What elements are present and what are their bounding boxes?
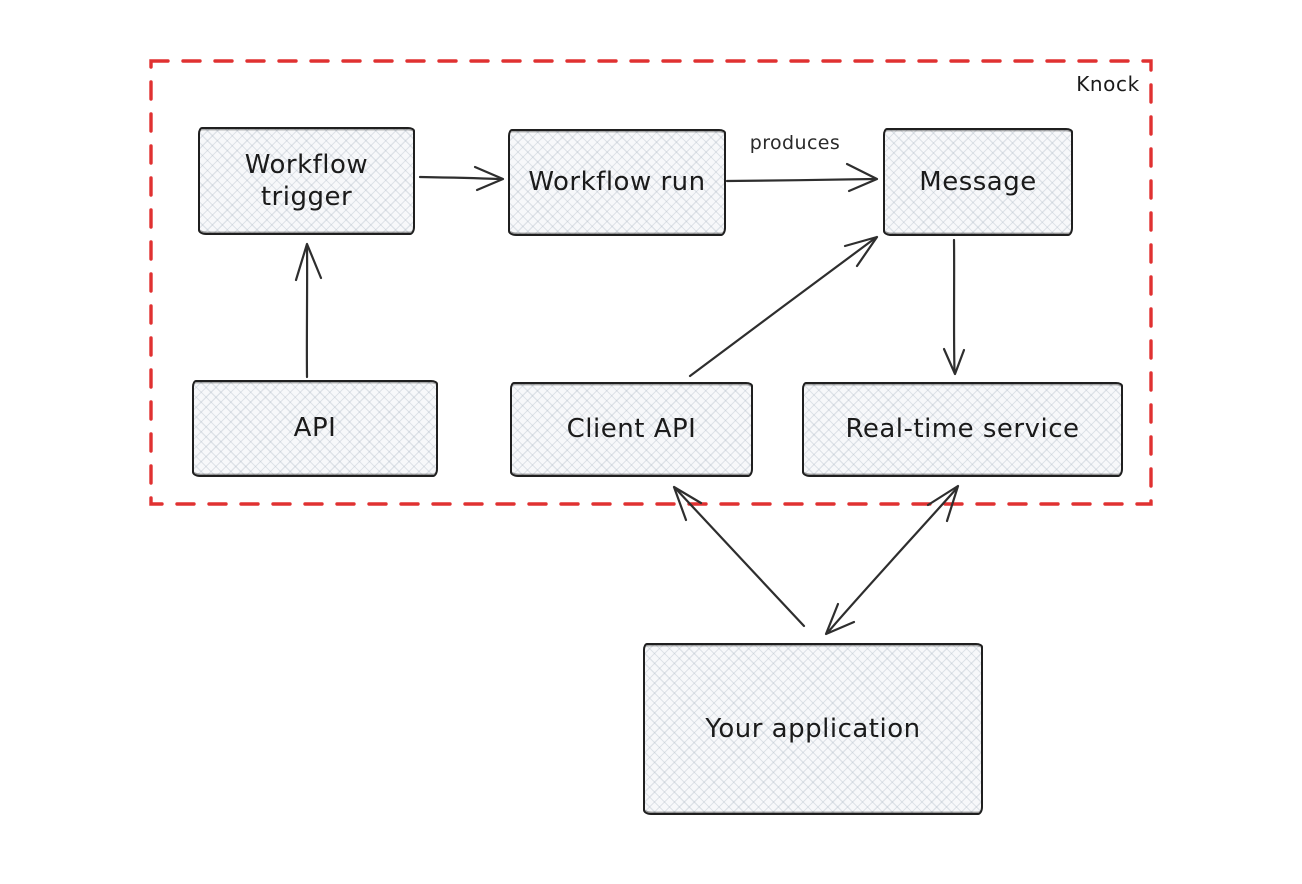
node-your-application: Your application: [643, 643, 983, 815]
node-client-api-label: Client API: [566, 414, 697, 445]
node-real-time-service: Real-time service: [802, 382, 1123, 477]
node-api-label: API: [293, 413, 337, 444]
arrow-your-application-to-client-api: [672, 485, 806, 628]
arrow-api-to-workflow-trigger: [294, 242, 323, 379]
node-workflow-run: Workflow run: [508, 129, 726, 236]
arrow-workflow-run-to-message: [725, 162, 879, 193]
arrow-message-to-real-time-service: [942, 238, 966, 376]
node-workflow-trigger: Workflow trigger: [198, 127, 415, 235]
edge-label-produces: produces: [749, 132, 841, 154]
node-your-application-label: Your application: [705, 713, 921, 744]
node-message-label: Message: [919, 166, 1037, 197]
node-message: Message: [883, 128, 1073, 236]
node-workflow-trigger-label: Workflow trigger: [244, 149, 369, 213]
arrow-real-time-service-to-your-application: [824, 484, 960, 636]
arrow-workflow-trigger-to-workflow-run: [418, 165, 505, 192]
node-real-time-service-label: Real-time service: [845, 414, 1080, 445]
node-workflow-run-label: Workflow run: [528, 167, 706, 198]
knock-boundary-box: [149, 59, 1153, 506]
arrow-client-api-to-message: [688, 235, 879, 378]
node-api: API: [192, 380, 438, 477]
node-client-api: Client API: [510, 382, 753, 477]
knock-boundary-label: Knock: [1076, 72, 1140, 96]
